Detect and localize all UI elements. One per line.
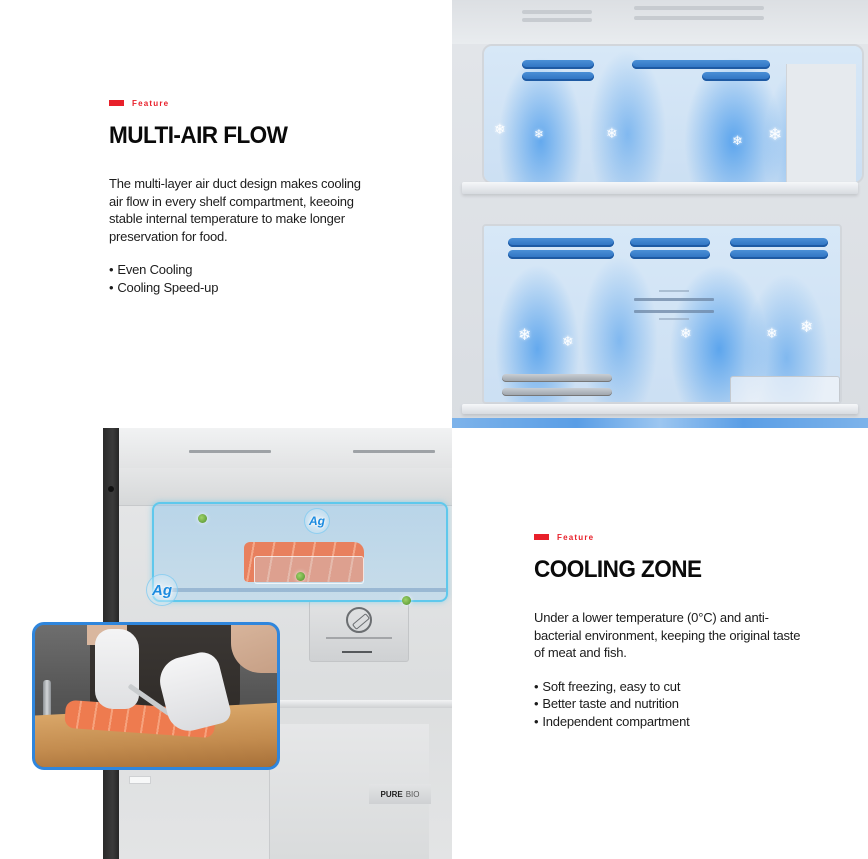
air-vent — [630, 238, 710, 247]
snowflake-icon: ❄ — [766, 325, 778, 341]
return-vent — [502, 388, 612, 396]
return-vent — [502, 374, 612, 382]
feature-tag: Feature — [109, 97, 369, 109]
snowflake-icon: ❄ — [800, 319, 814, 336]
air-vent — [522, 72, 594, 81]
snowflake-icon: ❄ — [606, 125, 618, 141]
antibacterial-particle-icon — [296, 572, 305, 581]
section-description: Under a lower temperature (0°C) and anti… — [534, 610, 801, 660]
snowflake-icon: ❄ — [732, 133, 743, 148]
salmon-slicing-inset-photo — [32, 622, 280, 770]
pure-bio-badge: PURE BIO — [369, 784, 431, 804]
snowflake-icon: ❄ — [534, 127, 545, 141]
section-title: COOLING ZONE — [534, 556, 702, 583]
feature-bullet-list: Even Cooling Cooling Speed-up — [109, 261, 369, 296]
fridge-ceiling — [452, 0, 868, 44]
cooling-zone-drawer: Ag Ag — [146, 502, 448, 606]
cooling-zone-text: Feature COOLING ZONE Under a lower tempe… — [534, 531, 804, 730]
feature-tag-label: Feature — [132, 98, 170, 108]
ice-tray — [730, 376, 840, 402]
temperature-dial-panel — [309, 600, 409, 662]
fridge-interior: PURE BIO — [119, 428, 452, 859]
snowflake-icon: ❄ — [768, 125, 783, 144]
air-vent — [508, 238, 614, 247]
glass-shelf — [462, 404, 858, 414]
feature-tag: Feature — [534, 531, 804, 543]
bullet-item: Even Cooling — [109, 261, 369, 279]
air-vent — [630, 250, 710, 259]
feature-marker-icon — [109, 100, 124, 106]
temperature-control-panel — [634, 286, 714, 326]
section-title: MULTI-AIR FLOW — [109, 122, 288, 149]
bullet-item: Soft freezing, easy to cut — [534, 678, 804, 696]
snowflake-icon: ❄ — [562, 333, 574, 349]
air-vent — [730, 238, 828, 247]
air-vent — [508, 250, 614, 259]
snowflake-icon: ❄ — [494, 121, 506, 137]
section-description: The multi-layer air duct design makes co… — [109, 176, 361, 244]
antibacterial-particle-icon — [402, 596, 411, 605]
air-vent — [702, 72, 770, 81]
multi-air-flow-image: ❄ ❄ ❄ ❄ ❄ ❄ ❄ ❄ ❄ ❄ — [452, 0, 868, 428]
multi-air-flow-text: Feature MULTI-AIR FLOW The multi-layer a… — [109, 97, 369, 296]
air-vent — [632, 60, 770, 69]
glass-shelf — [462, 182, 858, 194]
bullet-item: Better taste and nutrition — [534, 695, 804, 713]
antibacterial-particle-icon — [198, 514, 207, 523]
snowflake-icon: ❄ — [518, 327, 532, 344]
upper-compartment: ❄ ❄ ❄ ❄ ❄ — [482, 44, 864, 184]
temperature-dial-icon — [346, 607, 372, 633]
bullet-item: Cooling Speed-up — [109, 279, 369, 297]
lower-compartment: ❄ ❄ ❄ ❄ ❄ — [482, 224, 842, 404]
silver-ion-icon: Ag — [146, 574, 178, 606]
feature-tag-label: Feature — [557, 532, 595, 542]
feature-bullet-list: Soft freezing, easy to cut Better taste … — [534, 678, 804, 731]
air-vent — [730, 250, 828, 259]
cooling-zone-image: PURE BIO Ag Ag — [30, 428, 452, 859]
gloved-hand — [95, 629, 139, 709]
silver-ion-icon: Ag — [304, 508, 330, 534]
snowflake-icon: ❄ — [680, 325, 692, 341]
air-vent — [522, 60, 594, 69]
feature-marker-icon — [534, 534, 549, 540]
bullet-item: Independent compartment — [534, 713, 804, 731]
pepper-mill — [43, 680, 51, 720]
